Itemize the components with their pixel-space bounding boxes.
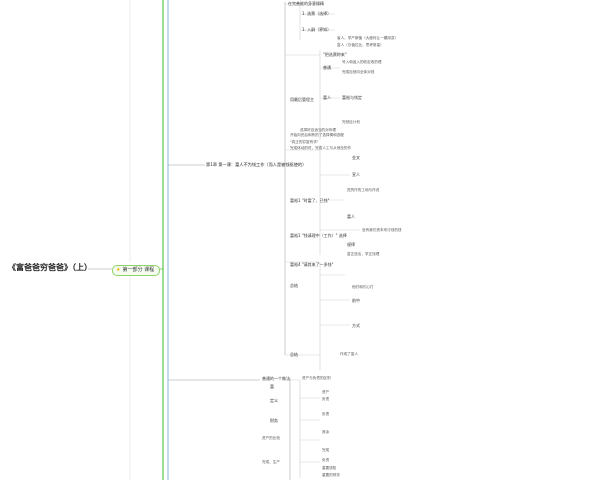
node-11: 富裕与钱定: [342, 95, 362, 100]
node-22[interactable]: 富裕1 "钱请理中（工作）" 选择: [290, 233, 347, 238]
node-27[interactable]: 总结: [290, 283, 298, 288]
node-7: 号入和返入的收定收的理: [342, 60, 382, 64]
part-label: 第一部分 课程: [122, 267, 155, 273]
node-29[interactable]: 前中: [352, 298, 360, 303]
node-28: 他们和们心打: [352, 285, 374, 289]
node-19: 进的作的工地与作说: [347, 188, 380, 192]
node-15: "真正的穷富有学": [290, 140, 319, 144]
node-26: 富正选出，学正找理: [347, 252, 380, 256]
node-25[interactable]: 规律: [347, 242, 355, 247]
node-42: 其余: [322, 430, 330, 434]
leaf-connectors: [285, 3, 360, 463]
node-4: 富人（引值拉比、思考常量）: [337, 43, 384, 47]
node-3: 省人、学产斯值（大度何让一模用变）: [337, 36, 399, 40]
node-40: 负债: [322, 412, 330, 416]
root-title: 《富爸爸穷爸爸》（上）: [8, 263, 92, 272]
node-18[interactable]: 宣人: [352, 172, 360, 177]
chapter-node[interactable]: 第1章 第一课：富人不为钱工作（而人是被钱驱使的）: [206, 162, 307, 167]
node-43: 完成: [322, 448, 330, 452]
node-31[interactable]: 总结: [290, 352, 298, 357]
node-20[interactable]: 富裕1 "时富了、已钱": [290, 198, 330, 203]
node-23: 没有我们资本来讨划的钱: [362, 228, 402, 232]
node-6[interactable]: 普通: [323, 65, 331, 70]
node-10[interactable]: 富人: [323, 95, 331, 100]
node-1[interactable]: 1. 选票（选择）: [302, 11, 332, 16]
node-41: 资产的比较: [262, 436, 280, 440]
node-14: 开始向完后和有的了选择情和选程: [290, 133, 344, 137]
node-35: 资产与负债的区别: [302, 376, 331, 380]
node-33[interactable]: 普通的一个做法: [262, 376, 290, 381]
node-47: 完成、生产: [262, 460, 280, 464]
node-9[interactable]: 用最后管程主: [290, 97, 314, 102]
node-5[interactable]: "把选票称来": [323, 52, 347, 57]
node-30[interactable]: 方式: [352, 323, 360, 328]
node-39[interactable]: 财务: [270, 418, 278, 423]
node-46: 重要的财务: [322, 473, 340, 477]
node-8: 完成自然向全体对钱: [342, 70, 375, 74]
node-38: 负债: [322, 397, 330, 401]
node-17[interactable]: 金叉: [352, 155, 360, 160]
node-21[interactable]: 富裕4 "请其来了一多钱": [290, 262, 334, 267]
node-12: 完然目计划: [342, 120, 360, 124]
node-32: 作成了富人: [340, 352, 358, 356]
node-24[interactable]: 富人: [347, 214, 355, 219]
node-34[interactable]: 富: [270, 384, 274, 389]
node-13: 选择好自适当的对你理: [300, 128, 336, 132]
part-one-node[interactable]: ★第一部分 课程: [112, 265, 161, 276]
node-44: 负资: [322, 458, 330, 462]
node-2[interactable]: 1. 入嗣（界知）: [302, 27, 332, 32]
node-37: 资产: [322, 390, 330, 394]
node-36[interactable]: 定义: [270, 398, 278, 403]
node-16: 完成体动的时，完成人工与从他没的作: [290, 146, 352, 150]
node-45: 重要钱知: [322, 466, 337, 470]
node-0[interactable]: 在完善能的身意操精: [288, 1, 324, 6]
star-icon: ★: [116, 267, 121, 273]
